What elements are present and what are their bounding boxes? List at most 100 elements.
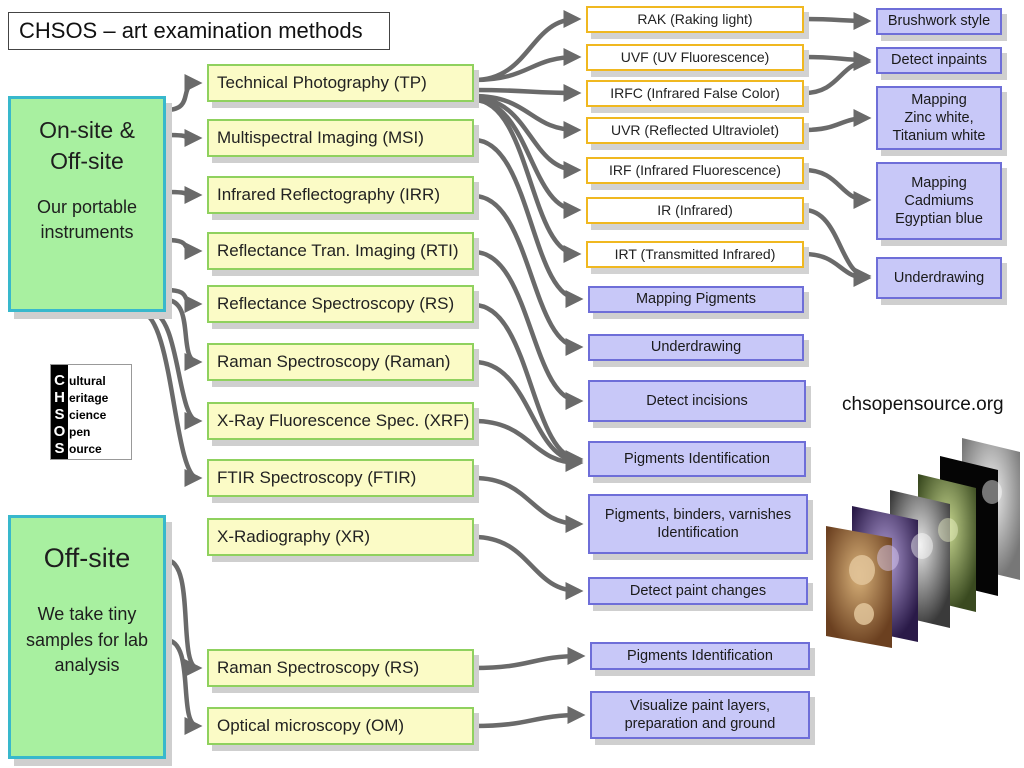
arrow-onsite-tp bbox=[165, 74, 203, 113]
result-text: Titanium white bbox=[892, 128, 986, 145]
arrow-tp-ir bbox=[473, 97, 582, 219]
method-x-radiography: X-Radiography (XR) bbox=[207, 518, 474, 556]
painting-face bbox=[849, 555, 875, 585]
source-subtext-line: Our portable bbox=[36, 197, 138, 218]
method-ftir-spectroscopy: FTIR Spectroscopy (FTIR) bbox=[207, 459, 474, 497]
source-subtext-line: samples for lab bbox=[25, 629, 149, 650]
result-text: Underdrawing bbox=[650, 339, 742, 356]
method-infrared-reflectography: Infrared Reflectography (IRR) bbox=[207, 176, 474, 214]
arrow-rak-brushwork bbox=[803, 11, 872, 30]
arrow-onsite-raman bbox=[165, 297, 203, 371]
arrow-tp-irfc bbox=[473, 83, 582, 102]
technique-raking-light: RAK (Raking light) bbox=[586, 6, 804, 33]
source-onsite-offsite: On-site & Off-site Our portable instrume… bbox=[8, 96, 166, 312]
result-text: Mapping Pigments bbox=[635, 291, 757, 308]
source-subtext-line: analysis bbox=[54, 654, 120, 675]
logo-word: ultural bbox=[69, 373, 106, 388]
arrow-irr-underdrawing bbox=[473, 193, 584, 356]
logo-word: cience bbox=[69, 407, 107, 422]
result-mapping-zinc-titanium: Mapping Zinc white, Titanium white bbox=[876, 86, 1002, 150]
result-brushwork-style: Brushwork style bbox=[876, 8, 1002, 35]
result-text: Underdrawing bbox=[893, 269, 985, 286]
result-text: Zinc white, bbox=[904, 109, 974, 126]
result-text: Detect paint changes bbox=[629, 582, 767, 599]
result-text: Cadmiums bbox=[904, 192, 974, 209]
arrow-rs-pigments bbox=[473, 302, 584, 468]
method-x-ray-fluorescence: X-Ray Fluorescence Spec. (XRF) bbox=[207, 402, 474, 440]
method-technical-photography: Technical Photography (TP) bbox=[207, 64, 474, 102]
result-text: Mapping bbox=[911, 174, 967, 191]
logo-letter: C bbox=[54, 372, 65, 389]
technique-infrared-fluorescence: IRF (Infrared Fluorescence) bbox=[586, 157, 804, 184]
result-detect-inpaints: Detect inpaints bbox=[876, 47, 1002, 74]
result-text: Pigments Identification bbox=[627, 647, 773, 664]
method-reflectance-spectroscopy: Reflectance Spectroscopy (RS) bbox=[207, 285, 474, 323]
arrow-irt-underdrawing bbox=[803, 251, 872, 287]
logo-black-bar bbox=[51, 365, 68, 459]
logo-word: ource bbox=[69, 441, 102, 456]
result-pigments-binders-varnishes: Pigments, binders, varnishes Identificat… bbox=[588, 494, 808, 554]
arrow-tp-irf bbox=[473, 95, 582, 179]
painting-face-bw bbox=[911, 533, 933, 559]
method-multispectral-imaging: Multispectral Imaging (MSI) bbox=[207, 119, 474, 157]
arrow-irf-cadmium bbox=[803, 167, 872, 209]
result-underdrawing: Underdrawing bbox=[588, 334, 804, 361]
result-text: Pigments, binders, varnishes bbox=[604, 506, 792, 523]
arrow-tp-uvf bbox=[473, 48, 582, 83]
logo-letter: S bbox=[54, 440, 65, 457]
arrow-onsite-ftir bbox=[139, 309, 203, 487]
result-pigments-identification-lab: Pigments Identification bbox=[590, 642, 810, 670]
source-subtext-line: instruments bbox=[40, 222, 134, 243]
source-heading-line: On-site & bbox=[39, 117, 135, 143]
result-text: Egyptian blue bbox=[895, 211, 983, 228]
logo-letter: S bbox=[54, 406, 65, 423]
arrow-xrf-pigments bbox=[473, 418, 584, 472]
arrow-tp-irt bbox=[473, 97, 582, 263]
website-url: chsopensource.org bbox=[842, 394, 1004, 415]
painting-image-stack bbox=[826, 438, 1020, 648]
result-mapping-cadmiums-egyptian-blue: Mapping Cadmiums Egyptian blue bbox=[876, 162, 1002, 240]
method-raman-spectroscopy: Raman Spectroscopy (Raman) bbox=[207, 343, 474, 381]
arrow-onsite-xrf bbox=[149, 309, 203, 430]
logo-letter: O bbox=[53, 423, 66, 440]
result-detect-incisions: Detect incisions bbox=[588, 380, 806, 422]
result-text: preparation and ground bbox=[624, 716, 776, 732]
painting-face-grey bbox=[982, 480, 1002, 504]
technique-transmitted-infrared: IRT (Transmitted Infrared) bbox=[586, 241, 804, 268]
arrow-msi-mapping bbox=[473, 137, 584, 308]
technique-reflected-ultraviolet: UVR (Reflected Ultraviolet) bbox=[586, 117, 804, 144]
arrow-irfc-inpaints bbox=[803, 53, 872, 96]
diagram-title: CHSOS – art examination methods bbox=[8, 12, 390, 50]
arrow-tp-uvr bbox=[473, 93, 582, 139]
painting-child-face bbox=[854, 603, 874, 625]
arrow-lab-raman-pigments bbox=[473, 647, 586, 671]
result-mapping-pigments: Mapping Pigments bbox=[588, 286, 804, 313]
result-text: Detect inpaints bbox=[891, 52, 987, 69]
arrow-onsite-irr bbox=[165, 185, 203, 204]
arrow-onsite-msi bbox=[165, 128, 203, 147]
arrow-raman-pigments bbox=[473, 359, 584, 470]
result-underdrawing-right: Underdrawing bbox=[876, 257, 1002, 299]
logo-word: pen bbox=[69, 424, 91, 439]
source-heading-line: Off-site bbox=[50, 148, 124, 175]
result-pigments-identification: Pigments Identification bbox=[588, 441, 806, 477]
painting-layer-visible bbox=[826, 526, 892, 648]
painting-face-uv bbox=[877, 545, 899, 571]
source-heading-line: Off-site bbox=[43, 543, 131, 573]
method-optical-microscopy: Optical microscopy (OM) bbox=[207, 707, 474, 745]
result-text: Identification bbox=[657, 525, 739, 541]
result-detect-paint-changes: Detect paint changes bbox=[588, 577, 808, 605]
technique-infrared: IR (Infrared) bbox=[586, 197, 804, 224]
logo-word: eritage bbox=[69, 390, 109, 405]
technique-infrared-false-color: IRFC (Infrared False Color) bbox=[586, 80, 804, 107]
result-text: Detect incisions bbox=[646, 392, 748, 409]
arrow-xr-paint-changes bbox=[473, 534, 584, 600]
arrow-offsite-raman bbox=[165, 557, 203, 677]
result-text: Mapping bbox=[911, 91, 967, 108]
arrow-ftir-binders bbox=[473, 475, 584, 533]
arrow-om-layers bbox=[473, 706, 586, 729]
arrow-onsite-rs bbox=[165, 287, 203, 313]
